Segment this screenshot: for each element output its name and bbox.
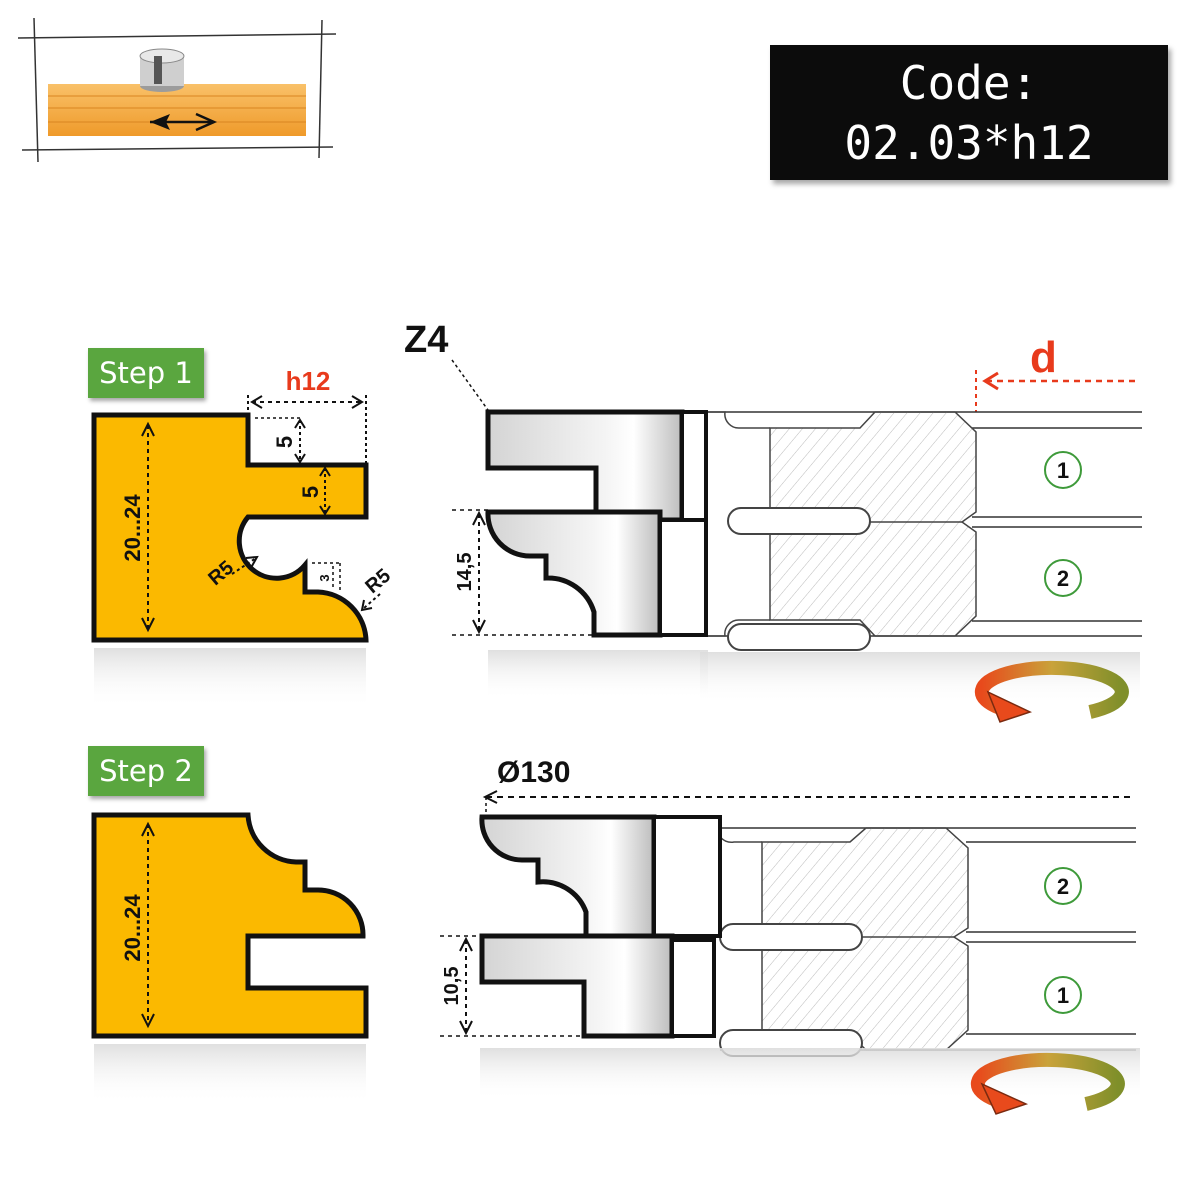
- step-1-cut-height: 14,5: [454, 553, 476, 592]
- code-box: Code: 02.03*h12: [770, 45, 1168, 180]
- code-label: Code:: [899, 56, 1039, 110]
- code-value: 02.03*h12: [844, 116, 1094, 170]
- groove-top-label: 5: [272, 436, 297, 448]
- diameter-label: Ø130: [497, 756, 570, 789]
- step-1-cutter: Z4 d: [404, 319, 1142, 723]
- marker-2-bottom: 2: [1057, 874, 1069, 899]
- teeth-label: Z4: [404, 319, 448, 361]
- radius-right-label: R5: [361, 565, 395, 598]
- marker-1-bottom: 1: [1057, 983, 1069, 1008]
- marker-2: 2: [1057, 566, 1069, 591]
- step-1-badge: Step 1: [88, 348, 204, 398]
- machining-diagram-icon: [17, 17, 337, 163]
- step-2-cut-height: 10,5: [441, 967, 463, 1006]
- rotation-arrow-icon: [974, 660, 1129, 723]
- bore-label: d: [1030, 333, 1057, 382]
- step-1-height-label: 20...24: [120, 494, 145, 562]
- groove-gap-label: 5: [298, 486, 323, 498]
- step-1-profile: 20...24 h12 5 5 R5: [91, 366, 395, 708]
- rotation-arrow-icon: [970, 1052, 1125, 1115]
- step-2-height-label: 20...24: [120, 894, 145, 962]
- step-2-badge: Step 2: [88, 746, 204, 796]
- h12-label: h12: [286, 366, 331, 396]
- step-2-profile: 20...24: [91, 812, 369, 1104]
- step-label: 3: [317, 574, 332, 581]
- step-2-cutter: Ø130: [440, 756, 1140, 1115]
- marker-1: 1: [1057, 458, 1069, 483]
